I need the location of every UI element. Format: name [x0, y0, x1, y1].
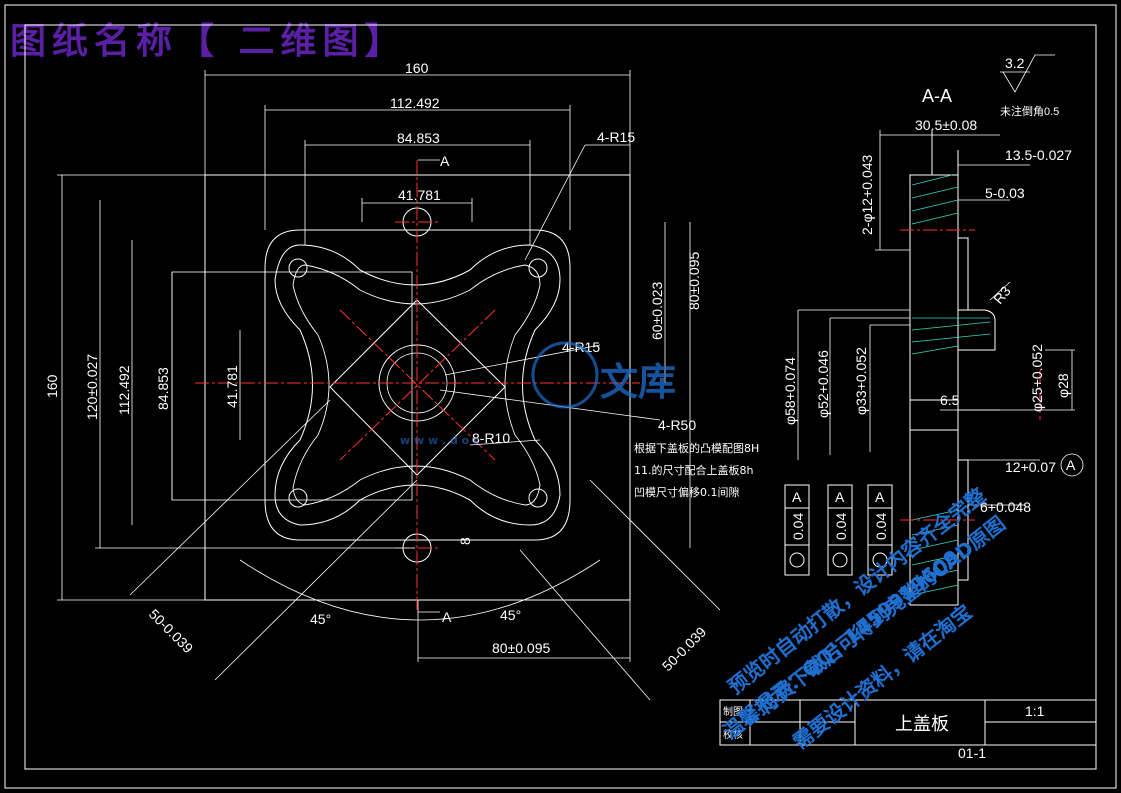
tol-1-value: 0.04 — [790, 513, 806, 540]
dim-r15-top: 4-R15 — [597, 129, 635, 145]
section-marker-bottom: A — [442, 609, 452, 625]
dim-r3: R3 — [990, 283, 1014, 307]
dim-phi12: 2-φ12+0.043 — [859, 154, 875, 235]
dim-phi33: φ33+0.052 — [853, 347, 869, 415]
tol-2-value: 0.04 — [833, 513, 849, 540]
dim-160-h: 160 — [405, 60, 429, 76]
note-3: 凹模尺寸偏移0.1间隙 — [634, 485, 740, 499]
dim-30-5: 30.5±0.08 — [915, 117, 977, 133]
outer-rounded-square — [264, 229, 571, 541]
tolerance-text: A 0.04 A 0.04 A 0.04 — [790, 489, 889, 540]
title-row2: 校核 — [723, 728, 743, 741]
scale: 1:1 — [1025, 703, 1045, 719]
dim-120-v: 120±0.027 — [84, 354, 100, 420]
dim-13-5: 13.5-0.027 — [1005, 147, 1072, 163]
dim-84-v: 84.853 — [155, 367, 171, 410]
dim-phi58: φ58+0.074 — [782, 357, 798, 425]
surface-finish-note: 未注倒角0.5 — [1000, 104, 1059, 118]
section-centerlines — [900, 229, 1041, 521]
watermark: 文库 w w w . d o c 预览时自动打散，设计内容齐全完整 付费下载后可… — [400, 341, 1010, 754]
dim-41-h: 41.781 — [398, 187, 441, 203]
dim-41-v: 41.781 — [224, 365, 240, 408]
section-dim-text: A-A 3.2 未注倒角0.5 30.5±0.08 13.5-0.027 5-0… — [782, 55, 1076, 515]
dim-80-v: 80±0.095 — [686, 251, 702, 310]
flower-inner — [292, 264, 541, 506]
note-2: 11.的尺寸配合上盖板8h — [634, 463, 753, 477]
front-dim-lines — [57, 70, 721, 701]
drawing-title: 图纸名称【 二维图】 — [10, 21, 407, 62]
section-hatch — [911, 174, 991, 596]
tolerance-frames — [784, 484, 893, 576]
dim-112-h: 112.492 — [390, 95, 440, 111]
drawing-frame — [4, 4, 1117, 789]
diamond-pocket — [329, 299, 506, 476]
dim-phi28: φ28 — [1055, 373, 1071, 398]
section-marker-top: A — [440, 153, 450, 169]
tol-3-datum: A — [875, 489, 885, 505]
title-block-text: 制图 校核 上盖板 1:1 01-1 — [723, 703, 1045, 761]
dim-50-right: 50-0.039 — [659, 624, 710, 675]
front-view — [171, 174, 631, 601]
dim-160-v: 160 — [44, 374, 60, 398]
watermark-line1: 预览时自动打散，设计内容齐全完整 — [723, 483, 990, 699]
dim-angle-right: 45° — [500, 607, 521, 623]
dim-84-h: 84.853 — [397, 130, 440, 146]
surface-finish-value: 3.2 — [1005, 55, 1025, 71]
notes: 根据下盖板的凸模配图8H 11.的尺寸配合上盖板8h 凹模尺寸偏移0.1间隙 — [634, 441, 759, 499]
dim-phi52: φ52+0.046 — [815, 350, 831, 418]
dim-angle-left: 45° — [310, 611, 331, 627]
flower-outline — [274, 244, 561, 526]
tol-2-datum: A — [835, 489, 845, 505]
watermark-logo-icon — [531, 341, 599, 409]
dim-5: 5-0.03 — [985, 185, 1025, 201]
note-1: 根据下盖板的凸模配图8H — [634, 441, 759, 455]
dim-phi25: φ25+0.052 — [1029, 344, 1045, 412]
dim-r50: 4-R50 — [658, 417, 696, 433]
dim-6-5: 6.5 — [940, 392, 960, 408]
dim-50-left: 50-0.039 — [146, 606, 197, 657]
part-name: 上盖板 — [895, 714, 949, 734]
datum-a: A — [1066, 457, 1076, 473]
dim-r10: 8-R10 — [472, 430, 510, 446]
drawing-number: 01-1 — [958, 745, 986, 761]
dim-6: 6+0.048 — [980, 499, 1031, 515]
dim-80-h: 80±0.095 — [492, 640, 551, 656]
centerlines — [195, 160, 640, 610]
dim-112-v: 112.492 — [116, 365, 132, 415]
tol-3-value: 0.04 — [873, 513, 889, 540]
dim-60-v: 60±0.023 — [649, 281, 665, 340]
section-dim-lines — [797, 54, 1084, 506]
dim-12: 12+0.07 — [1005, 459, 1056, 475]
title-block — [719, 699, 1097, 746]
watermark-logo-text: 文库 — [600, 360, 676, 404]
title-row1: 制图 — [723, 705, 743, 718]
tol-1-datum: A — [792, 489, 802, 505]
view-label: A-A — [922, 86, 952, 106]
dim-8: 8 — [457, 537, 473, 545]
watermark-url: w w w . d o c — [400, 434, 480, 447]
